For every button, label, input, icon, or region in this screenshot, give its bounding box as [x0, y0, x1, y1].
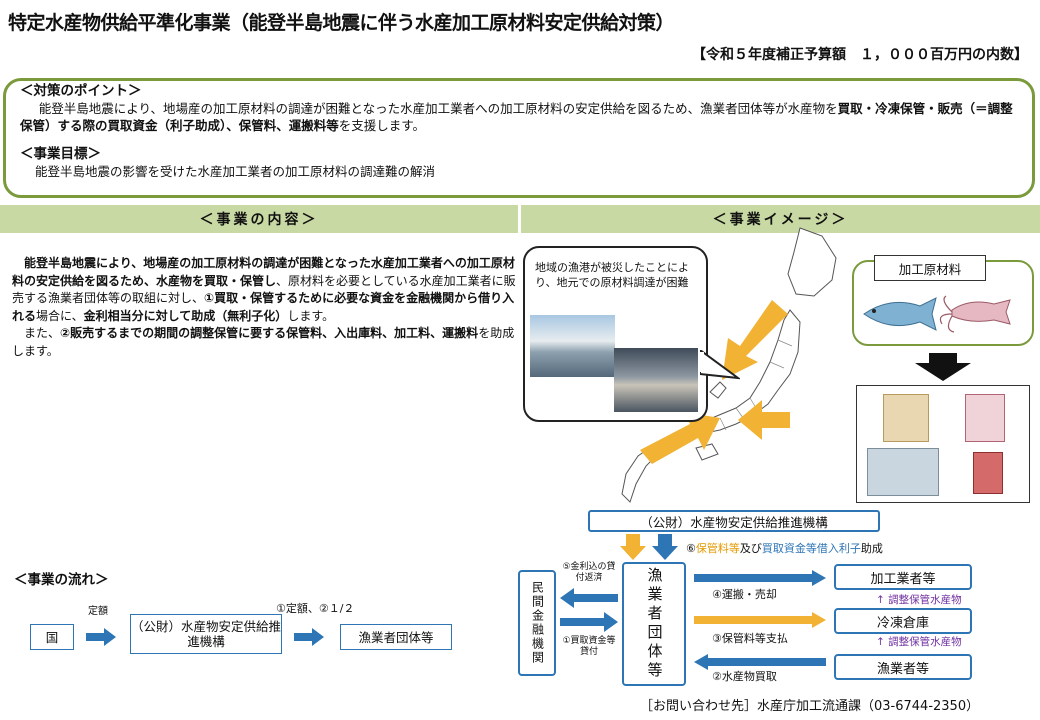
content-section-bar: ＜事業の内容＞: [0, 205, 518, 233]
fisher-org-box: 漁業者団体等: [622, 562, 686, 686]
japan-map: [621, 227, 837, 503]
content-plain-3: します。: [287, 308, 335, 323]
adjust-label-1: ↑ 調整保管水産物: [876, 594, 962, 606]
orange-down-arrow: [620, 534, 646, 560]
points-text-a: 能登半島地震により、地場産の加工原材料の調達が困難となった水産加工業者への加工原…: [38, 101, 838, 116]
points-text-bold-b: 冷凍保管・販売（＝調整保管）する際の買取資金（利子助成）、保管料、運搬料等: [20, 101, 1013, 133]
fisher-org-label: 漁業者団体等: [645, 567, 664, 681]
flow-arrow-2: [294, 628, 324, 646]
image-section-bar: ＜事業イメージ＞: [521, 205, 1040, 233]
product-image-4: [973, 452, 1003, 494]
points-text-c: を支援します。: [338, 118, 426, 133]
squid-icon: [939, 295, 1011, 333]
transport-arrow: [694, 570, 826, 586]
raw-materials-label: 加工原材料: [874, 255, 986, 281]
content-text: 能登半島地震により、地場産の加工原材料の調達が困難となった水産加工業者への加工原…: [12, 255, 517, 360]
repay-arrow: [560, 588, 618, 608]
budget-label: 【令和５年度補正予算額 １，０００百万円の内数】: [692, 47, 1028, 63]
goal-text: 能登半島地震の影響を受けた水産加工業者の加工原材料の調達難の解消: [35, 164, 436, 179]
flow-heading: ＜事業の流れ＞: [14, 572, 109, 588]
content-paragraph-2: また、②販売するまでの期間の調整保管に要する保管料、入出庫料、加工料、運搬料を助…: [12, 325, 517, 360]
storage-fee-label: ③保管料等支払: [712, 632, 788, 645]
cold-storage-box: 冷凍倉庫: [834, 608, 972, 634]
subsidy-grant: 助成: [860, 542, 883, 555]
loan-label: ①買取資金等貸付: [562, 636, 616, 657]
adjust-label-2: ↑ 調整保管水産物: [876, 636, 962, 648]
subsidy-and: 及び: [739, 542, 762, 555]
points-heading: ＜対策のポイント＞: [20, 83, 142, 99]
content-bold-3: 金利相当分に対して助成（無利子化）: [83, 308, 288, 323]
contact-info: ［お問い合わせ先］水産庁加工流通課（03-6744-2350）: [640, 699, 980, 714]
flow-org-box: （公財）水産物安定供給推進機構: [130, 614, 282, 654]
down-arrow-black: [915, 353, 971, 381]
points-text: 能登半島地震により、地場産の加工原材料の調達が困難となった水産加工業者への加工原…: [20, 100, 1018, 134]
content-plain-5: を助成します。: [12, 326, 515, 358]
page-title: 特定水産物供給平準化事業（能登半島地震に伴う水産加工原材料安定供給対策）: [8, 12, 675, 34]
content-bold-2: ①買取・保管するために必要な資金を金融機関から借り入れる: [12, 291, 515, 323]
flow-country-box: 国: [30, 624, 74, 650]
purchase-label: ②水産物買取: [712, 670, 777, 683]
bank-label: 民間金融機関: [530, 581, 545, 665]
bank-box: 民間金融機関: [518, 570, 556, 676]
goal-heading: ＜事業目標＞: [20, 146, 101, 162]
bubble-tail: [700, 350, 740, 380]
repay-label: ⑤金利込の貸付返済: [562, 562, 616, 583]
content-plain-1: 、原材料を必要としている水産加工業者に販売する漁業者団体等の取組に対し、: [12, 273, 516, 306]
subsidy-storage: 保管料等: [695, 542, 740, 555]
product-image-3: [867, 448, 939, 496]
flow-fishers-group-box: 漁業者団体等: [340, 624, 452, 650]
content-bold-4: ②販売するまでの期間の調整保管に要する保管料、入出庫料、加工料、運搬料: [60, 326, 479, 340]
loan-arrow: [560, 612, 618, 632]
product-image-2: [965, 394, 1005, 442]
map-arrows: [640, 300, 790, 464]
fish-squid-illustration: [863, 295, 1011, 333]
harbor-photo-2: [614, 348, 698, 412]
blue-down-arrow: [652, 534, 678, 560]
flow-teigaku-label: 定額: [88, 606, 108, 617]
points-box: ＜対策のポイント＞ 能登半島地震により、地場産の加工原材料の調達が困難となった水…: [3, 78, 1035, 198]
adjust-text-2: 調整保管水産物: [888, 636, 962, 648]
org-top-box: （公財）水産物安定供給推進機構: [588, 510, 880, 532]
product-image-1: [883, 394, 929, 442]
processors-box: 加工業者等: [834, 564, 972, 590]
harbor-photo-1: [530, 315, 615, 377]
subsidy-interest: 買取資金等借入利子: [761, 542, 861, 555]
subsidy-num: ⑥: [686, 542, 696, 555]
transport-label: ④運搬・売却: [712, 588, 777, 601]
bubble-text: 地域の漁港が被災したことにより、地元での原材料調達が困難: [535, 261, 689, 289]
flow-arrow-1: [86, 628, 116, 646]
content-paragraph-1: 能登半島地震により、地場産の加工原材料の調達が困難となった水産加工業者への加工原…: [12, 255, 517, 325]
fish-icon: [863, 297, 937, 331]
content-bold-1: 能登半島地震により、地場産の加工原材料の調達が困難となった水産加工業者への加工原…: [12, 256, 515, 288]
content-plain-2: 場合に、: [36, 308, 84, 323]
fishers-box: 漁業者等: [834, 654, 972, 680]
storage-fee-arrow: [694, 612, 826, 628]
adjust-text-1: 調整保管水産物: [888, 594, 962, 606]
flow-rate-label: ①定額、②１/２: [276, 602, 355, 615]
content-plain-4: また、: [24, 326, 61, 340]
points-text-bold-a: 買取・: [837, 101, 876, 116]
purchase-arrow: [694, 654, 826, 670]
subsidy-label: ⑥保管料等及び買取資金等借入利子助成: [686, 540, 883, 556]
products-box: [856, 385, 1030, 503]
